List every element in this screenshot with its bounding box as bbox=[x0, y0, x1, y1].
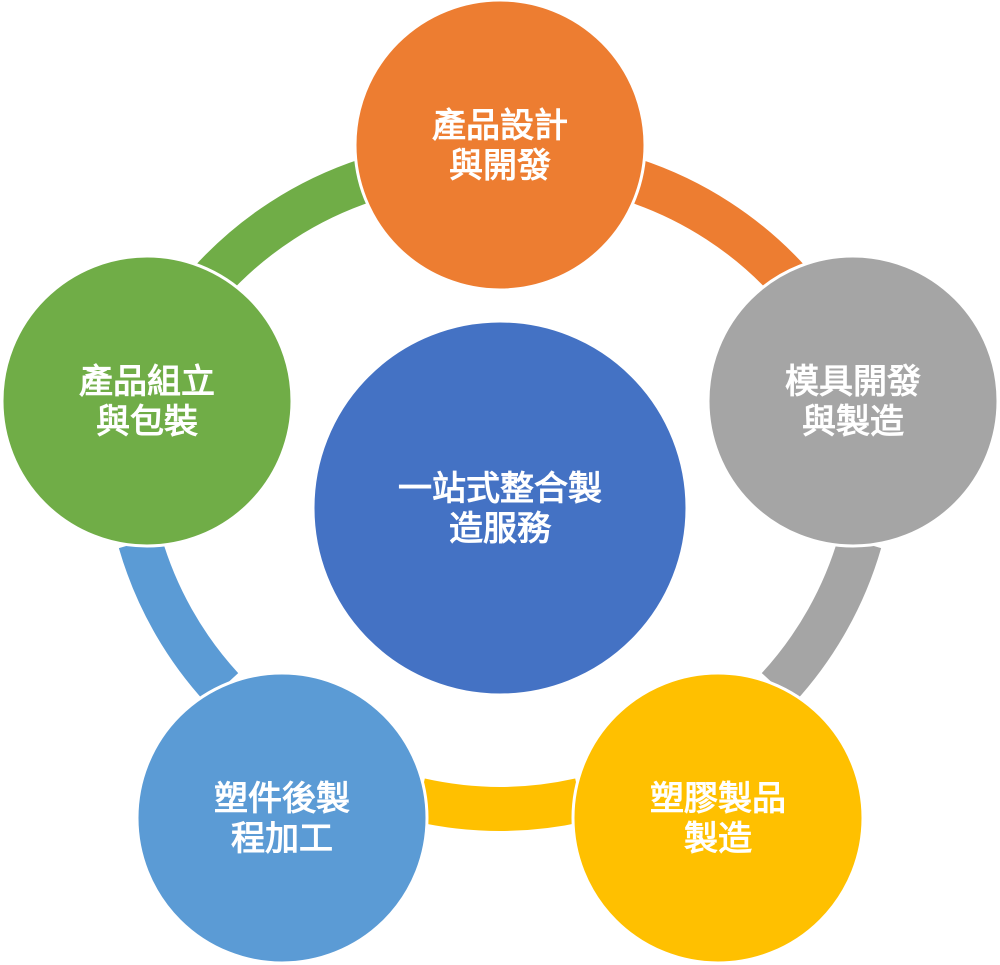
node-mold: 模具開發 與製造 bbox=[706, 254, 1000, 548]
center-label-line1: 一站式整合製 bbox=[398, 469, 602, 509]
arc-assembly-to-design bbox=[193, 159, 375, 297]
node-post-circle bbox=[135, 671, 429, 965]
arc-design-to-mold bbox=[625, 159, 807, 297]
arc-molding-to-post bbox=[415, 778, 585, 831]
node-molding: 塑膠製品 製造 bbox=[571, 671, 865, 965]
node-molding-label-line1: 塑膠製品 bbox=[650, 779, 786, 819]
node-mold-label-line1: 模具開發 bbox=[785, 362, 921, 402]
node-assembly: 產品組立 與包裝 bbox=[0, 254, 294, 548]
node-design: 產品設計 與開發 bbox=[353, 0, 647, 292]
arc-post-to-assembly bbox=[118, 535, 239, 703]
node-mold-circle bbox=[706, 254, 1000, 548]
node-post-label-line2: 程加工 bbox=[231, 819, 333, 859]
ring-arcs bbox=[118, 159, 882, 831]
node-post-label-line1: 塑件後製 bbox=[214, 779, 350, 819]
center-circle bbox=[311, 319, 689, 697]
node-assembly-label-line1: 產品組立 bbox=[79, 362, 215, 402]
node-assembly-label-line2: 與包裝 bbox=[96, 402, 199, 442]
center-node: 一站式整合製 造服務 bbox=[311, 319, 689, 697]
node-design-label-line2: 與開發 bbox=[449, 146, 551, 186]
node-design-circle bbox=[353, 0, 647, 292]
node-assembly-circle bbox=[0, 254, 294, 548]
node-design-label-line1: 產品設計 bbox=[432, 106, 568, 146]
node-molding-circle bbox=[571, 671, 865, 965]
node-molding-label-line2: 製造 bbox=[684, 819, 752, 859]
center-label-line2: 造服務 bbox=[449, 509, 552, 549]
node-post: 塑件後製 程加工 bbox=[135, 671, 429, 965]
arc-mold-to-molding bbox=[761, 535, 882, 703]
node-mold-label-line2: 與製造 bbox=[802, 402, 904, 442]
